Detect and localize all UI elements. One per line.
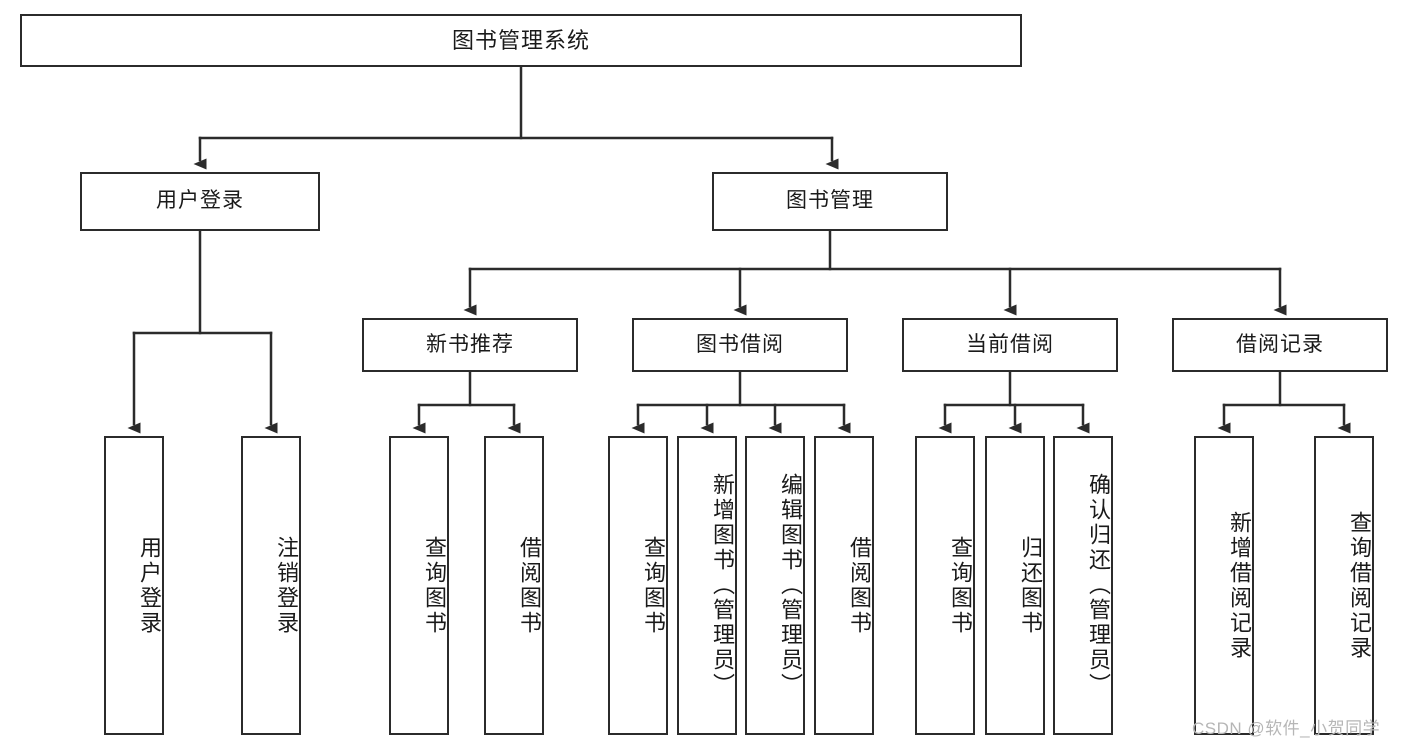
node-leaf-query-borrow-record[interactable]: 查询借阅记录 xyxy=(1314,436,1374,735)
node-leaf-add-borrow-record[interactable]: 新增借阅记录 xyxy=(1194,436,1254,735)
node-borrow-record-label: 借阅记录 xyxy=(1236,332,1324,356)
node-leaf-logout-label: 注销登录 xyxy=(274,535,299,636)
node-book-borrow[interactable]: 图书借阅 xyxy=(632,318,848,372)
node-leaf-borrow-book-recommend-label: 借阅图书 xyxy=(517,535,542,636)
node-leaf-edit-book-admin[interactable]: 编辑图书（管理员） xyxy=(745,436,805,735)
node-leaf-query-book-current[interactable]: 查询图书 xyxy=(915,436,975,735)
node-leaf-query-book-borrow[interactable]: 查询图书 xyxy=(608,436,668,735)
node-leaf-edit-book-admin-label: 编辑图书（管理员） xyxy=(778,473,803,698)
node-user-login-label: 用户登录 xyxy=(156,189,244,213)
node-leaf-add-book-admin-label: 新增图书（管理员） xyxy=(710,473,735,698)
node-leaf-confirm-return-admin[interactable]: 确认归还（管理员） xyxy=(1053,436,1113,735)
node-leaf-query-book-current-label: 查询图书 xyxy=(948,535,973,636)
node-leaf-query-borrow-record-label: 查询借阅记录 xyxy=(1347,510,1372,661)
node-new-book-recommend-label: 新书推荐 xyxy=(426,332,514,356)
node-leaf-return-book[interactable]: 归还图书 xyxy=(985,436,1045,735)
node-current-borrow-label: 当前借阅 xyxy=(966,332,1054,356)
node-book-borrow-label: 图书借阅 xyxy=(696,332,784,356)
node-leaf-query-book-recommend[interactable]: 查询图书 xyxy=(389,436,449,735)
node-leaf-borrow-book-recommend[interactable]: 借阅图书 xyxy=(484,436,544,735)
node-root[interactable]: 图书管理系统 xyxy=(20,14,1022,67)
node-leaf-logout[interactable]: 注销登录 xyxy=(241,436,301,735)
node-leaf-add-book-admin[interactable]: 新增图书（管理员） xyxy=(677,436,737,735)
node-leaf-user-login[interactable]: 用户登录 xyxy=(104,436,164,735)
node-leaf-query-book-recommend-label: 查询图书 xyxy=(422,535,447,636)
node-root-label: 图书管理系统 xyxy=(451,27,590,53)
node-leaf-return-book-label: 归还图书 xyxy=(1018,535,1043,636)
node-book-manage[interactable]: 图书管理 xyxy=(712,172,948,231)
node-leaf-confirm-return-admin-label: 确认归还（管理员） xyxy=(1086,473,1111,698)
node-leaf-user-login-label: 用户登录 xyxy=(137,535,162,636)
node-leaf-borrow-book-label: 借阅图书 xyxy=(847,535,872,636)
node-borrow-record[interactable]: 借阅记录 xyxy=(1172,318,1388,372)
node-leaf-query-book-borrow-label: 查询图书 xyxy=(641,535,666,636)
node-new-book-recommend[interactable]: 新书推荐 xyxy=(362,318,578,372)
node-leaf-borrow-book[interactable]: 借阅图书 xyxy=(814,436,874,735)
node-current-borrow[interactable]: 当前借阅 xyxy=(902,318,1118,372)
node-user-login[interactable]: 用户登录 xyxy=(80,172,320,231)
node-book-manage-label: 图书管理 xyxy=(786,189,874,213)
node-leaf-add-borrow-record-label: 新增借阅记录 xyxy=(1227,510,1252,661)
csdn-watermark: CSDN @软件_小贺同学 xyxy=(1192,719,1381,738)
